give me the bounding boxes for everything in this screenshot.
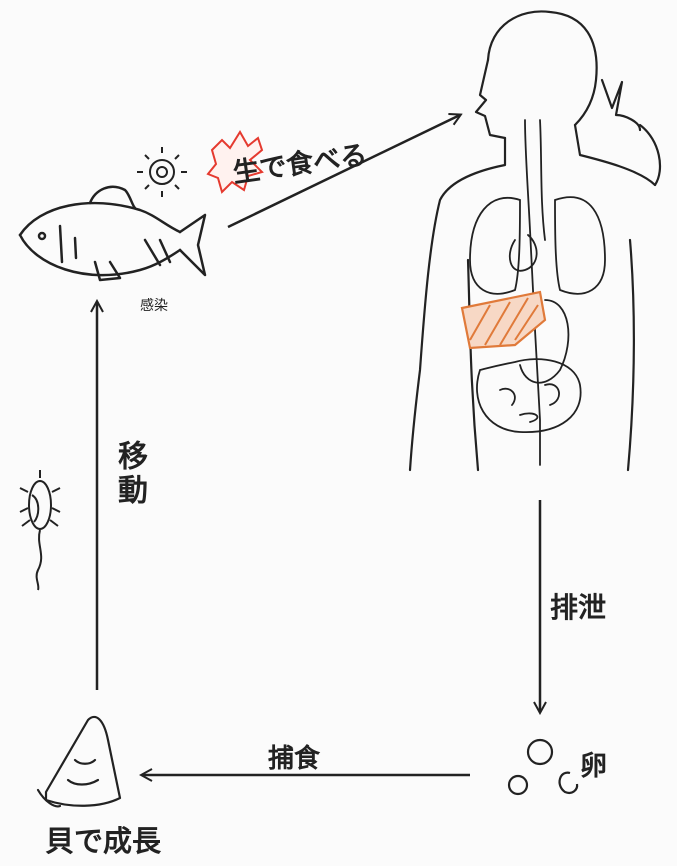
label-excrete: 排泄 bbox=[550, 586, 606, 626]
shellfish-icon bbox=[38, 717, 120, 806]
liver-icon bbox=[462, 292, 545, 348]
parasite-icon bbox=[137, 147, 187, 197]
fish-icon bbox=[20, 187, 205, 280]
label-infected: 感染 bbox=[140, 295, 168, 315]
human-icon bbox=[410, 11, 660, 470]
label-move: 移動 bbox=[107, 440, 151, 508]
parasite-larva-icon bbox=[20, 470, 60, 590]
label-egg: 卵 bbox=[580, 744, 607, 783]
label-grow-in-shellfish: 貝で成長 bbox=[45, 818, 161, 860]
egg-icon bbox=[509, 740, 577, 794]
label-prey: 捕食 bbox=[268, 738, 320, 775]
